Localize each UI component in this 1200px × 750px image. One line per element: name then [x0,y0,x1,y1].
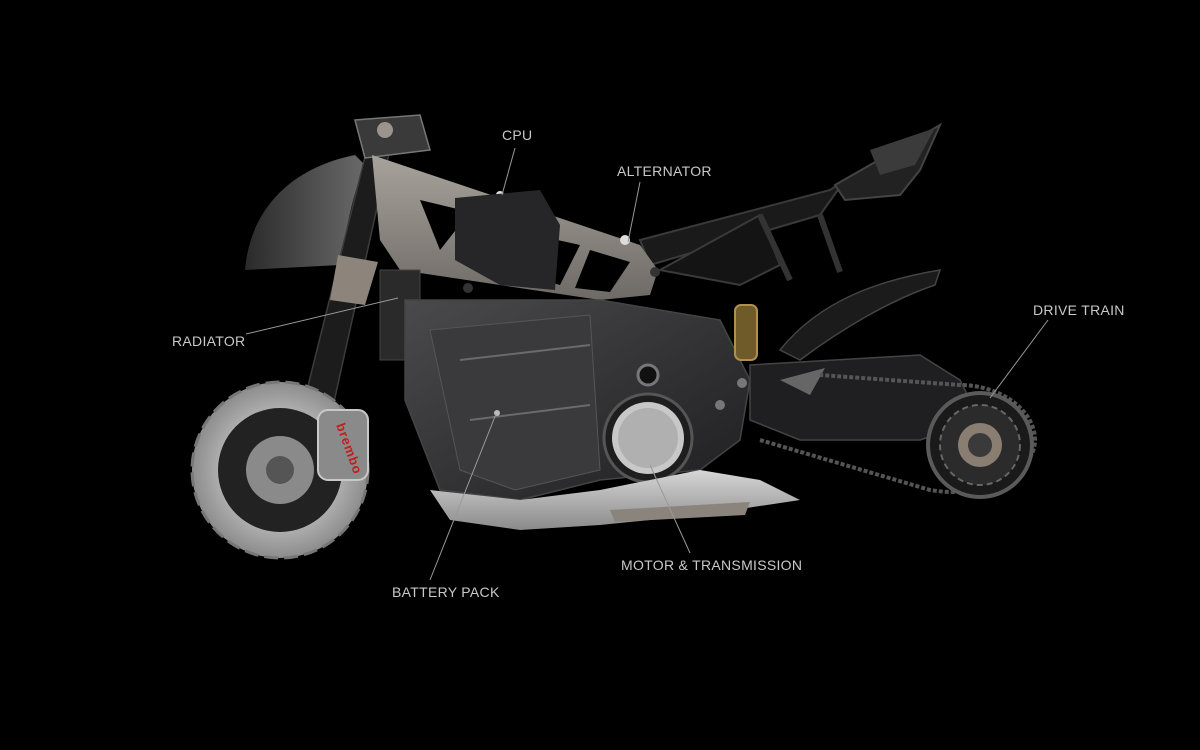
swingarm [749,269,982,441]
cpu-housing [455,190,560,290]
leader-lines [245,147,1049,581]
leader-cpu [501,147,516,196]
front-fairing [245,155,365,270]
label-cpu: CPU [502,127,533,143]
leader-drive-train [989,319,1049,399]
label-radiator: RADIATOR [172,333,246,349]
label-drive-train: DRIVE TRAIN [1033,302,1125,318]
label-alternator: ALTERNATOR [617,163,712,179]
rear-sprocket [926,391,1034,499]
label-battery-pack: BATTERY PACK [392,584,500,600]
exhaust-tip [610,502,750,522]
leader-alternator [627,181,641,243]
battery-housing [404,299,751,501]
leader-radiator [245,297,399,335]
belly-pan [430,470,800,530]
brake-caliper: brembo [317,409,369,481]
label-motor-transmission: MOTOR & TRANSMISSION [621,557,803,573]
rear-subframe [638,122,943,287]
rear-shock [734,304,758,361]
motor-cover [602,363,747,484]
leader-battery-pack [429,413,497,581]
leader-motor-transmission [649,464,691,554]
